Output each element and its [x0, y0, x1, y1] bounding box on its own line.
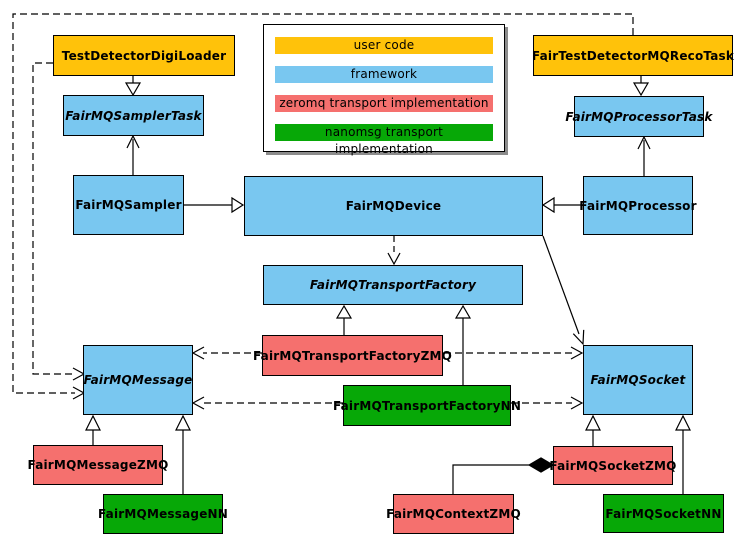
- class-box-fairmqprocessor: FairMQProcessor: [579, 176, 697, 235]
- edge-inheritance-sampler-to-device: [184, 196, 245, 214]
- legend: user code framework zeromq transport imp…: [263, 24, 505, 156]
- edge-inheritance-digiloader-to-samplertask: [124, 76, 142, 97]
- class-box-testdetectordigiloader: TestDetectorDigiLoader: [53, 35, 235, 76]
- class-box-fairmqdevice: FairMQDevice: [244, 176, 543, 236]
- edge-inheritance-tfnn-to-transportfactory: [454, 304, 472, 385]
- edge-dependency-tfzmq-to-socket: [444, 346, 584, 360]
- class-box-fairmqsocketzmq: FairMQSocketZMQ: [549, 446, 676, 485]
- legend-item-zeromq: zeromq transport implementation: [275, 95, 493, 112]
- class-box-fairtestdetectormqrecotask: FairTestDetectorMQRecoTask: [532, 35, 734, 76]
- edge-inheritance-recotask-to-processortask: [632, 76, 650, 97]
- legend-item-user-code: user code: [275, 37, 493, 54]
- class-box-fairmqtransportfactory: FairMQTransportFactory: [263, 265, 523, 305]
- class-box-fairmqsamplertask: FairMQSamplerTask: [63, 95, 204, 136]
- class-box-fairmqprocessortask: FairMQProcessorTask: [565, 96, 712, 137]
- edge-inheritance-processor-to-device: [541, 196, 583, 214]
- class-box-fairmqmessagenn: FairMQMessageNN: [98, 494, 228, 534]
- class-box-fairmqsocketnn: FairMQSocketNN: [603, 494, 724, 533]
- edge-dependency-tfzmq-to-message: [191, 346, 262, 360]
- class-box-fairmqsocket: FairMQSocket: [583, 345, 693, 415]
- edge-inheritance-messagezmq-to-message: [85, 414, 101, 445]
- edge-dependency-tfnn-to-socket: [511, 396, 584, 410]
- edge-composition-socketzmq-to-contextzmq: [452, 457, 555, 494]
- class-box-fairmqtransportfactorynn: FairMQTransportFactoryNN: [333, 385, 521, 426]
- class-box-fairmqsampler: FairMQSampler: [73, 175, 184, 235]
- edge-inheritance-messagenn-to-message: [175, 414, 191, 494]
- legend-item-nanomsg: nanomsg transport implementation: [275, 124, 493, 156]
- class-box-fairmqtransportfactoryzmq: FairMQTransportFactoryZMQ: [253, 335, 452, 376]
- edge-association-processor-to-processortask: [637, 135, 651, 176]
- legend-item-framework: framework: [275, 66, 493, 83]
- class-box-fairmqcontextzmq: FairMQContextZMQ: [386, 494, 521, 534]
- edge-inheritance-tfzmq-to-transportfactory: [335, 304, 353, 335]
- edge-association-sampler-to-samplertask: [126, 134, 140, 175]
- edge-dependency-device-to-transportfactory: [387, 236, 401, 266]
- edge-inheritance-socketzmq-to-socket: [585, 414, 601, 446]
- class-box-fairmqmessagezmq: FairMQMessageZMQ: [28, 445, 168, 485]
- class-box-fairmqmessage: FairMQMessage: [83, 345, 193, 415]
- edge-inheritance-socketnn-to-socket: [675, 414, 691, 494]
- edge-association-device-to-socket: [542, 235, 585, 346]
- edge-dependency-tfnn-to-message: [191, 396, 343, 410]
